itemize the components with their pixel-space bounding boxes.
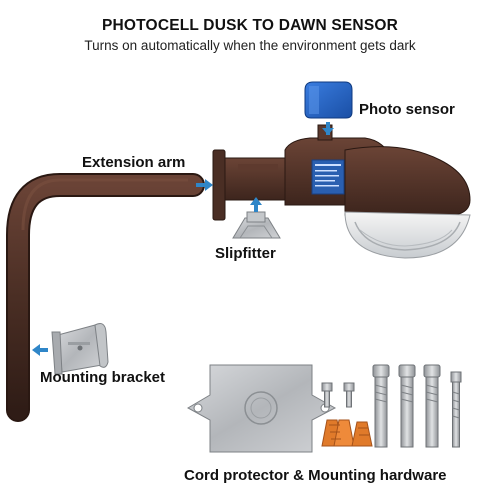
cord-protector-label: Cord protector & Mounting hardware (184, 467, 447, 484)
arrow-photo-sensor (322, 122, 334, 135)
photo-sensor (304, 81, 353, 119)
extension-arm (6, 173, 205, 422)
arrow-slipfitter (250, 197, 262, 212)
arrow-mounting-bracket (32, 344, 48, 356)
arrow-extension-arm (196, 179, 213, 191)
screws (321, 382, 355, 408)
junction-plate (186, 364, 337, 453)
slipfitter-label: Slipfitter (215, 245, 276, 262)
mounting-bracket-part (51, 323, 109, 375)
photo-sensor-label: Photo sensor (359, 101, 455, 118)
lamp-body (284, 124, 471, 216)
slipfitter-part (232, 211, 281, 239)
led-lens (344, 211, 471, 259)
slipfitter-plate (212, 149, 288, 221)
page-title: PHOTOCELL DUSK TO DAWN SENSOR (101, 17, 399, 34)
extension-arm-label: Extension arm (82, 154, 186, 171)
mounting-bracket-label: Mounting bracket (40, 369, 166, 386)
anchor-bolts (372, 364, 462, 448)
wire-nuts (321, 419, 373, 447)
page-subtitle: Turns on automatically when the environm… (84, 38, 416, 53)
